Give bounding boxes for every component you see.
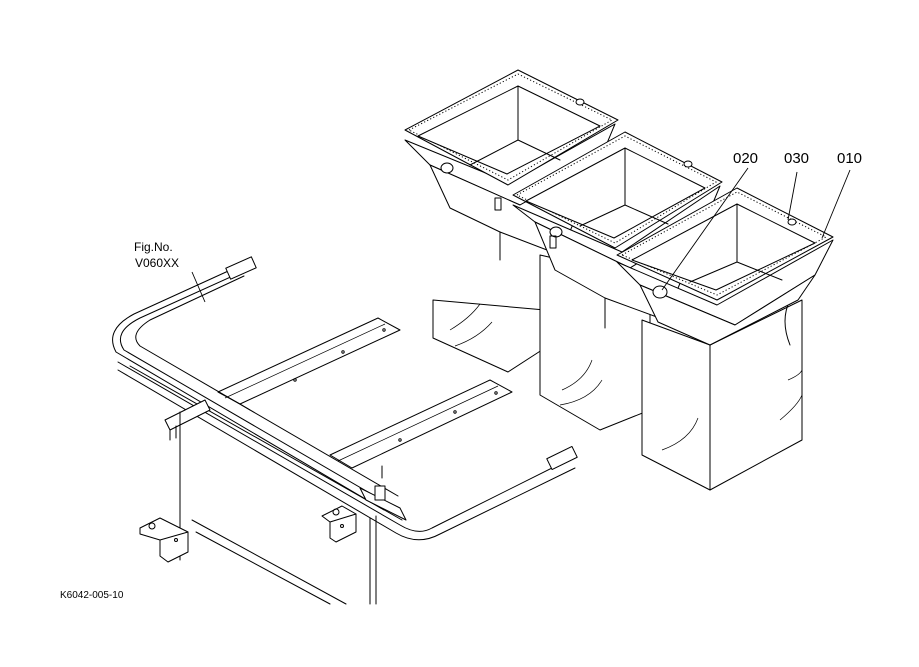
- leader-030: [787, 171, 798, 221]
- frame-assembly: [112, 256, 578, 605]
- front-rail: [117, 361, 578, 541]
- bracket-right: [359, 485, 407, 521]
- leader-fig: [191, 271, 206, 303]
- callout-leaders: [191, 167, 851, 303]
- platform-plates: [217, 317, 513, 479]
- drawing-code: K6042-005-10: [60, 590, 124, 601]
- mount-right: [321, 505, 357, 543]
- callout-020: 020: [733, 150, 758, 167]
- figure-number-label: Fig.No.: [134, 240, 173, 254]
- hopper-front: [616, 187, 834, 491]
- leader-020: [661, 167, 749, 291]
- mount-left: [139, 517, 189, 563]
- lower-bar: [191, 515, 377, 605]
- callout-010: 010: [837, 150, 862, 167]
- figure-number-value: V060XX: [135, 256, 179, 270]
- leader-010: [821, 169, 851, 239]
- callout-030: 030: [784, 150, 809, 167]
- rear-rail: [112, 256, 399, 511]
